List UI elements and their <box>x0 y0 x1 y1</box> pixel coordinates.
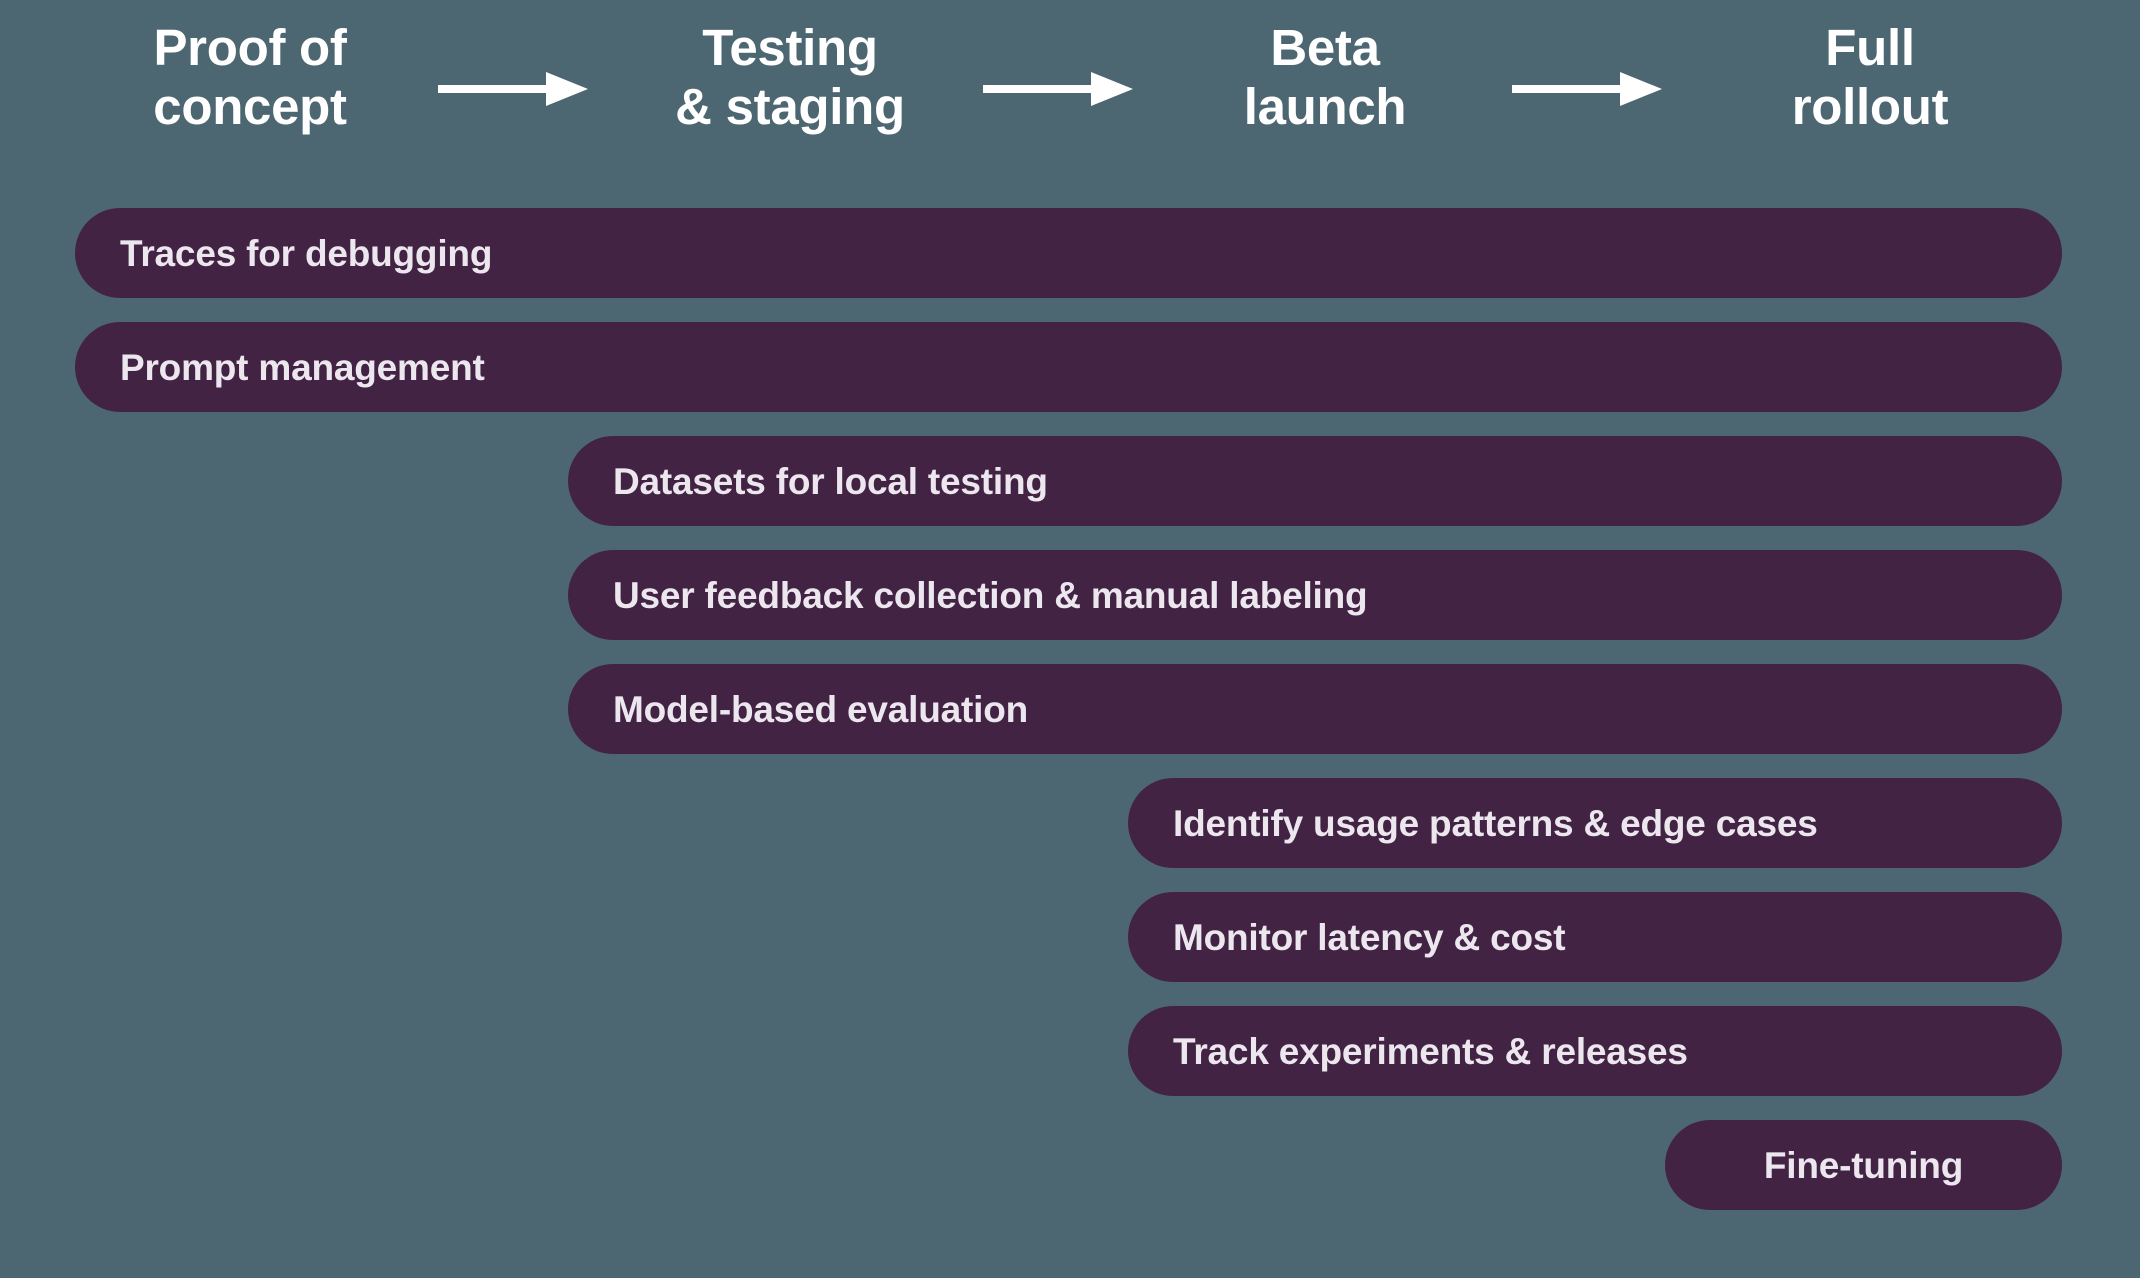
capability-bar-track-experiments-and-releases[interactable]: Track experiments & releases <box>1128 1006 2062 1096</box>
capability-bar-model-based-evaluation[interactable]: Model-based evaluation <box>568 664 2062 754</box>
arrow-right-icon <box>438 72 588 106</box>
arrow-right-icon <box>983 72 1133 106</box>
stage-label-beta-launch: Beta launch <box>1243 19 1407 136</box>
capability-bar-label: Monitor latency & cost <box>1173 916 1566 958</box>
stage-label-full-rollout: Full rollout <box>1791 19 1949 136</box>
stage-label-proof-of-concept: Proof of concept <box>153 19 347 136</box>
capability-bar-datasets-for-local-testing[interactable]: Datasets for local testing <box>568 436 2062 526</box>
stage-header-row: Proof of concept Testing & staging Beta … <box>0 0 2140 175</box>
capability-bar-prompt-management[interactable]: Prompt management <box>75 322 2062 412</box>
capability-bar-label: Model-based evaluation <box>613 688 1029 730</box>
capability-bar-traces-for-debugging[interactable]: Traces for debugging <box>75 208 2062 298</box>
capability-bar-monitor-latency-and-cost[interactable]: Monitor latency & cost <box>1128 892 2062 982</box>
capability-bar-fine-tuning[interactable]: Fine-tuning <box>1665 1120 2062 1210</box>
stage-label-testing-and-staging: Testing & staging <box>675 19 905 136</box>
arrow-right-icon <box>1512 72 1662 106</box>
capability-bar-label: Traces for debugging <box>120 232 493 274</box>
capability-bar-label: User feedback collection & manual labeli… <box>613 574 1368 616</box>
capability-bar-label: Fine-tuning <box>1763 1144 1964 1186</box>
capability-bar-label: Datasets for local testing <box>613 460 1048 502</box>
capability-bar-label: Identify usage patterns & edge cases <box>1173 802 1818 844</box>
capability-bar-identify-usage-patterns-and-edge-cases[interactable]: Identify usage patterns & edge cases <box>1128 778 2062 868</box>
capability-bar-label: Track experiments & releases <box>1173 1030 1688 1072</box>
capability-bar-label: Prompt management <box>120 346 485 388</box>
capability-bar-user-feedback-collection-and-manual-labeling[interactable]: User feedback collection & manual labeli… <box>568 550 2062 640</box>
